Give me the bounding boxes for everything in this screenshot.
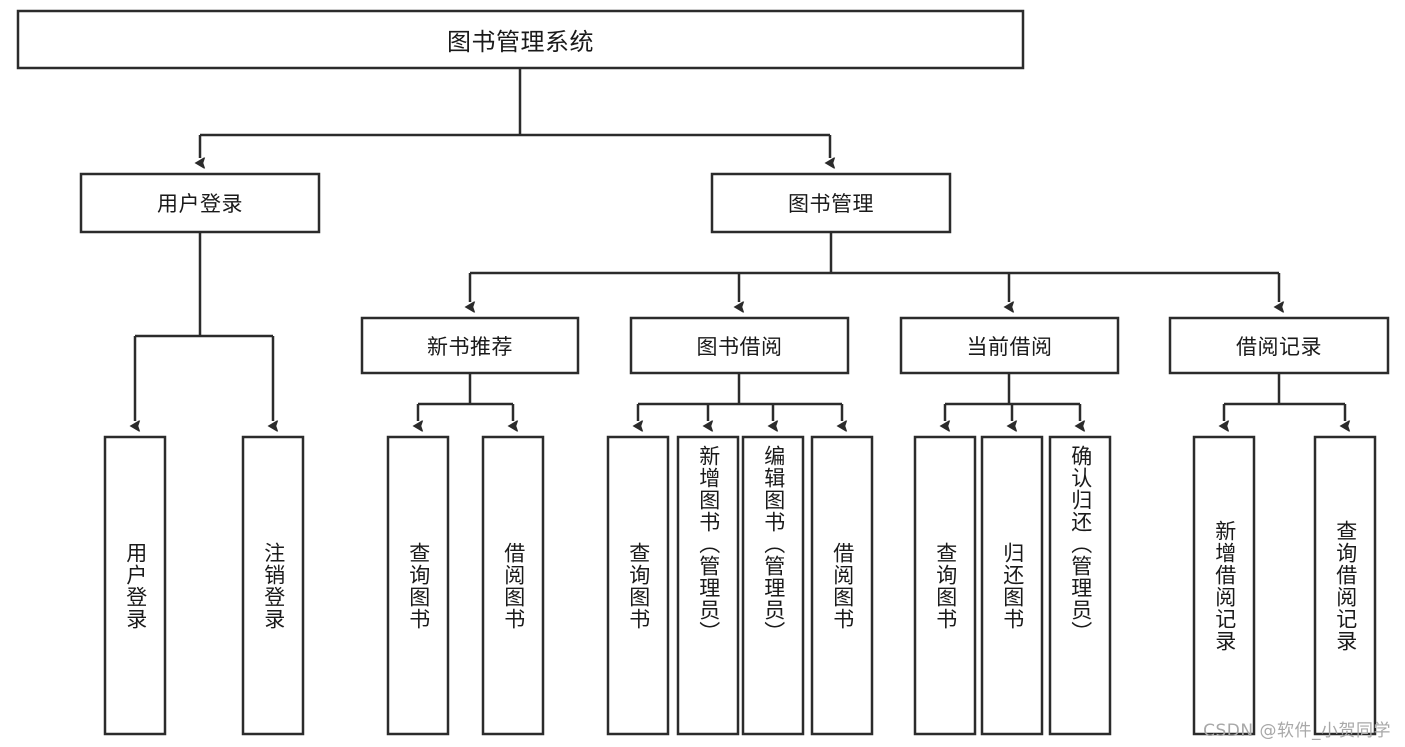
box-leaf-borrow-book-2[interactable]: [810, 435, 874, 736]
box-leaf-edit-book-admin[interactable]: [741, 435, 805, 736]
box-leaf-user-logout[interactable]: [241, 435, 305, 736]
box-leaf-query-book-3[interactable]: [913, 435, 977, 736]
box-leaf-user-login[interactable]: [103, 435, 167, 736]
box-leaf-return-book[interactable]: [980, 435, 1044, 736]
box-leaf-query-book-2[interactable]: [606, 435, 670, 736]
box-borrow-record[interactable]: [1168, 316, 1390, 375]
box-leaf-add-book-admin[interactable]: [676, 435, 740, 736]
box-leaf-add-borrow-record[interactable]: [1192, 435, 1256, 736]
connector-book-borrow-to-leaves: [638, 373, 842, 421]
box-leaf-borrow-book-1[interactable]: [481, 435, 545, 736]
box-new-book-recommend[interactable]: [360, 316, 580, 375]
connector-user-login-to-leaves: [135, 232, 273, 421]
box-book-borrow[interactable]: [629, 316, 850, 375]
connector-current-borrow-to-leaves: [945, 373, 1080, 421]
box-leaf-query-borrow-record[interactable]: [1313, 435, 1377, 736]
connector-new-book-recommend-to-leaves: [418, 373, 513, 421]
connector-borrow-record-to-leaves: [1224, 373, 1345, 421]
box-current-borrow[interactable]: [899, 316, 1120, 375]
connector-root-to-level2: [200, 68, 830, 158]
box-book-management[interactable]: [710, 172, 952, 234]
box-leaf-query-book-1[interactable]: [386, 435, 450, 736]
box-root-system[interactable]: [16, 9, 1025, 70]
box-leaf-confirm-return-admin[interactable]: [1048, 435, 1112, 736]
connector-book-management-to-level3: [470, 232, 1279, 302]
box-user-login[interactable]: [79, 172, 321, 234]
